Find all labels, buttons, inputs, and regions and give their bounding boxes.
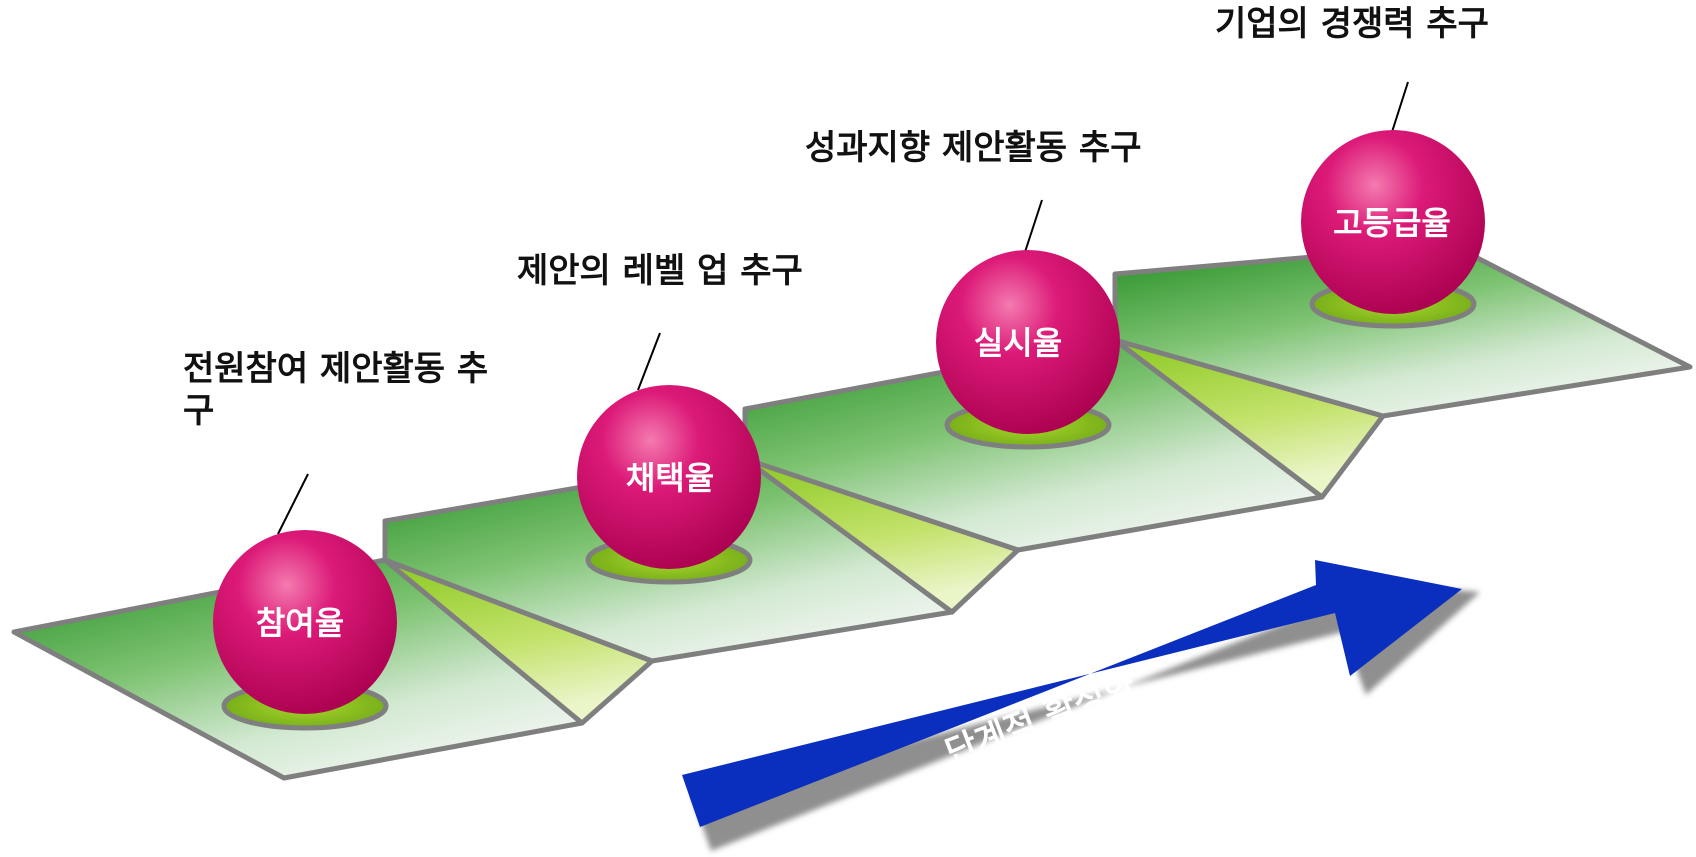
- leader-lines: [277, 81, 1409, 535]
- ball-1-shape: [213, 530, 397, 714]
- ball-3-label: 실시율: [974, 324, 1062, 362]
- step-caption-4: 기업의 경쟁력 추구: [1215, 4, 1489, 44]
- step-caption-3: 성과지향 제안활동 추구: [805, 128, 1142, 168]
- leader-line-1: [277, 473, 309, 535]
- ball-2-shape: [577, 385, 761, 569]
- step-balls: 참여율 채택율 실시율 고등급율: [213, 130, 1485, 714]
- ball-2-label: 채택율: [626, 459, 714, 497]
- ball-4-label: 고등급율: [1333, 204, 1451, 242]
- ball-4-shape: [1301, 130, 1485, 314]
- ball-2: 채택율: [577, 385, 761, 569]
- ball-1-label: 참여율: [256, 604, 344, 642]
- leader-line-4: [1391, 81, 1409, 133]
- step-caption-1: 전원참여 제안활동 추구: [183, 349, 489, 431]
- leader-line-2: [637, 332, 661, 391]
- step-caption-2: 제안의 레벨 업 추구: [517, 251, 803, 291]
- ball-3-shape: [936, 250, 1120, 434]
- progress-arrow-body: [682, 560, 1462, 827]
- ball-3: 실시율: [936, 250, 1120, 434]
- ball-4: 고등급율: [1301, 130, 1485, 314]
- ball-1: 참여율: [213, 530, 397, 714]
- leader-line-3: [1024, 199, 1043, 253]
